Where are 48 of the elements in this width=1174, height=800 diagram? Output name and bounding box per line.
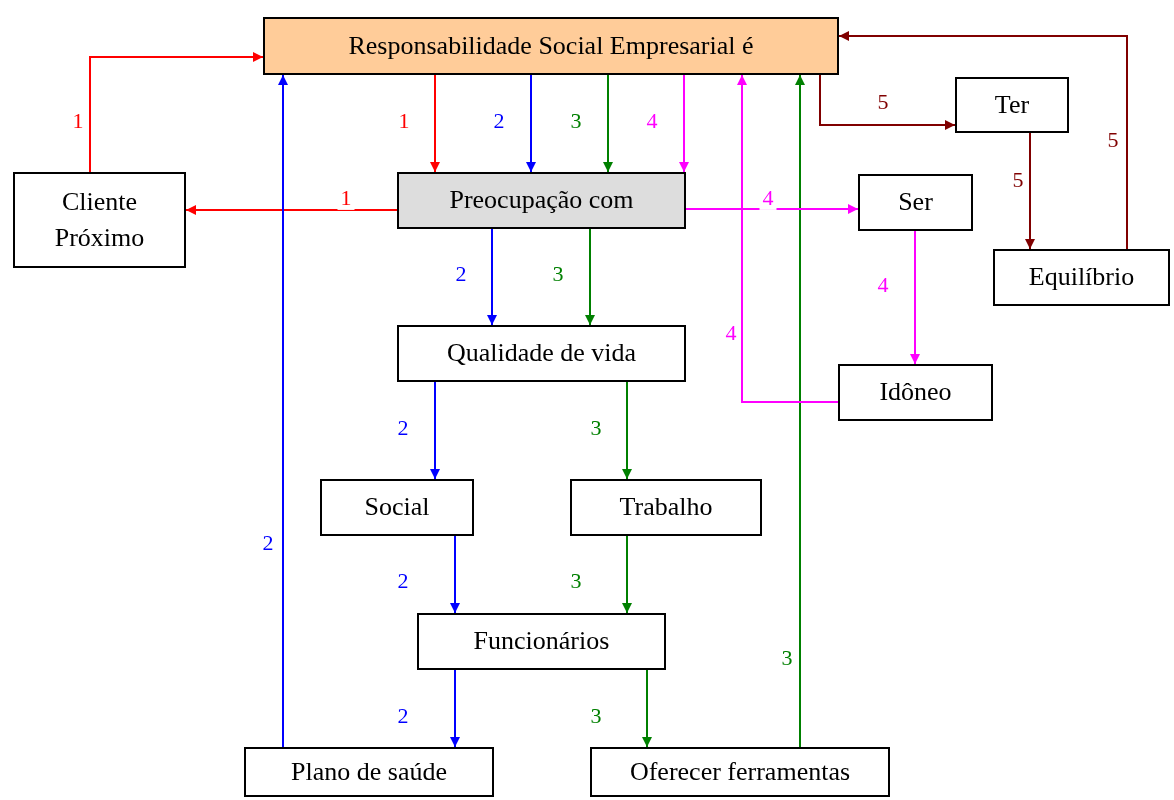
process-box bbox=[955, 77, 1069, 133]
process-box bbox=[570, 479, 762, 536]
arrow bbox=[622, 535, 632, 614]
arrow bbox=[642, 669, 652, 748]
node-text: Ser bbox=[898, 186, 933, 219]
arrow bbox=[278, 74, 288, 748]
process-box bbox=[244, 747, 494, 797]
arrow bbox=[89, 52, 264, 173]
node-text: Cliente Próximo bbox=[53, 185, 146, 254]
node-text: Preocupação com bbox=[449, 184, 634, 217]
node-text: Qualidade de vida bbox=[446, 337, 637, 370]
arrow bbox=[585, 228, 595, 326]
process-box bbox=[13, 172, 186, 268]
arrow bbox=[819, 74, 956, 130]
arrow bbox=[450, 669, 460, 748]
arrow bbox=[685, 204, 859, 214]
node-text: Trabalho bbox=[619, 491, 713, 524]
node-text: Equilíbrio bbox=[1028, 261, 1135, 294]
node-text: Idôneo bbox=[879, 376, 952, 409]
arrow bbox=[487, 228, 497, 326]
arrow bbox=[1025, 132, 1035, 250]
process-box bbox=[320, 479, 474, 536]
arrow bbox=[622, 381, 632, 480]
arrow bbox=[795, 74, 805, 748]
node-text: Plano de saúde bbox=[291, 755, 447, 788]
node-text: Oferecer ferramentas bbox=[629, 755, 851, 788]
process-box bbox=[263, 17, 839, 75]
arrow bbox=[450, 535, 460, 614]
arrow bbox=[679, 74, 689, 173]
process-box bbox=[993, 249, 1170, 306]
process-box bbox=[838, 364, 993, 421]
process-box bbox=[417, 613, 666, 670]
arrow bbox=[185, 205, 398, 215]
arrow bbox=[910, 230, 920, 365]
node-text: Responsabilidade Social Empresarial é bbox=[348, 29, 754, 62]
arrow bbox=[430, 381, 440, 480]
arrow bbox=[430, 74, 440, 173]
arrow bbox=[526, 74, 536, 173]
node-text: Social bbox=[364, 491, 430, 524]
arrow bbox=[838, 31, 1128, 250]
arrow bbox=[737, 74, 839, 403]
arrow bbox=[603, 74, 613, 173]
process-box bbox=[858, 174, 973, 231]
process-box bbox=[590, 747, 890, 797]
node-text: Ter bbox=[994, 88, 1030, 121]
process-box bbox=[397, 325, 686, 382]
node-text: Funcionários bbox=[473, 625, 610, 658]
process-box bbox=[397, 172, 686, 229]
